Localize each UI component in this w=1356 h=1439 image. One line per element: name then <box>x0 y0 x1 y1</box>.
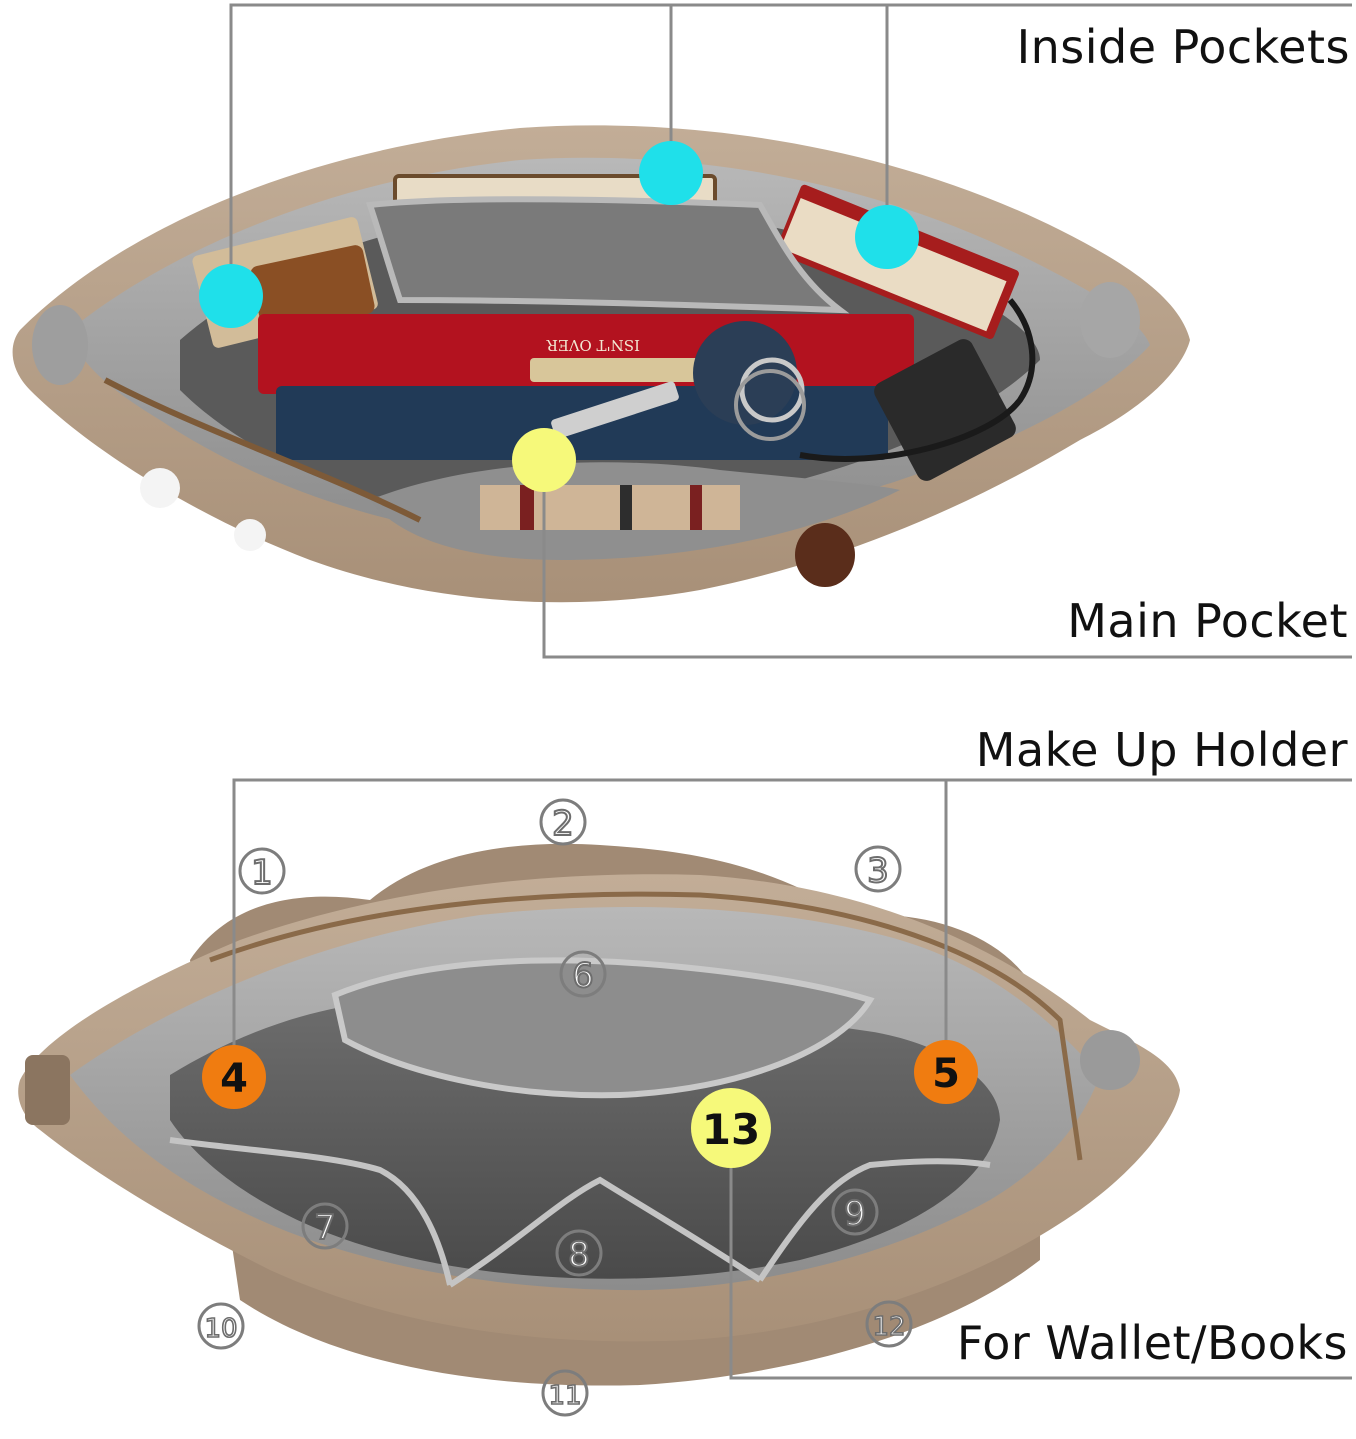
orange-marker-4: 4 <box>202 1045 266 1109</box>
svg-text:10: 10 <box>204 1314 237 1344</box>
front-pocket-left <box>169 1137 453 1286</box>
svg-text:2: 2 <box>552 804 574 844</box>
svg-text:11: 11 <box>548 1381 581 1411</box>
yellow-marker-13: 13 <box>691 1088 771 1168</box>
top-bag-photo: ISN'T OVER <box>12 125 1190 603</box>
brown-wallet-left <box>250 245 375 335</box>
svg-text:12: 12 <box>872 1312 905 1342</box>
keys <box>530 321 806 441</box>
cyan-marker-left <box>199 264 263 328</box>
fur-charm <box>795 523 855 587</box>
svg-text:9: 9 <box>844 1194 866 1234</box>
svg-text:13: 13 <box>702 1105 760 1154</box>
earbud-charm <box>140 468 180 508</box>
bottom-zipper <box>209 891 1083 1161</box>
inside-pockets-label: Inside Pockets <box>1016 20 1350 74</box>
charger-cable <box>799 298 1036 462</box>
pocket-number-8: 8 <box>555 1229 603 1277</box>
cyan-marker-right <box>855 205 919 269</box>
svg-text:8: 8 <box>568 1235 590 1275</box>
svg-text:5: 5 <box>932 1051 960 1097</box>
bottom-bag-interior <box>170 998 1000 1279</box>
organizer-pocket-back <box>365 196 850 314</box>
pocket-number-11: 11 <box>541 1369 589 1417</box>
zipper-pocket <box>331 957 875 1099</box>
svg-text:3: 3 <box>867 851 889 891</box>
pocket-number-10: 10 <box>197 1302 245 1350</box>
svg-text:6: 6 <box>572 956 594 996</box>
bottom-leader-lines <box>232 778 1352 1380</box>
svg-text:4: 4 <box>220 1056 248 1102</box>
red-book-spine-text: ISN'T OVER <box>546 336 640 354</box>
pocket-number-2: 2 <box>539 798 587 846</box>
yellow-marker-main <box>512 428 576 492</box>
pocket-number-7: 7 <box>301 1202 349 1250</box>
main-pocket-label: Main Pocket <box>1067 594 1348 648</box>
pocket-number-12: 12 <box>865 1300 913 1348</box>
cyan-marker-center <box>639 141 703 205</box>
orange-marker-5: 5 <box>914 1040 978 1104</box>
front-pocket-center <box>448 1176 762 1288</box>
pocket-number-1: 1 <box>238 847 286 895</box>
for-wallet-books-label: For Wallet/Books <box>956 1316 1348 1370</box>
svg-text:1: 1 <box>251 853 273 893</box>
power-bank <box>874 339 1016 481</box>
front-pocket-right <box>757 1158 991 1282</box>
bottom-bag-photo <box>18 843 1180 1386</box>
top-zipper <box>103 377 422 523</box>
pocket-number-3: 3 <box>854 845 902 893</box>
svg-text:7: 7 <box>314 1208 336 1248</box>
pocket-number-9: 9 <box>831 1188 879 1236</box>
make-up-holder-label: Make Up Holder <box>975 723 1348 777</box>
pocket-number-6: 6 <box>559 950 607 998</box>
